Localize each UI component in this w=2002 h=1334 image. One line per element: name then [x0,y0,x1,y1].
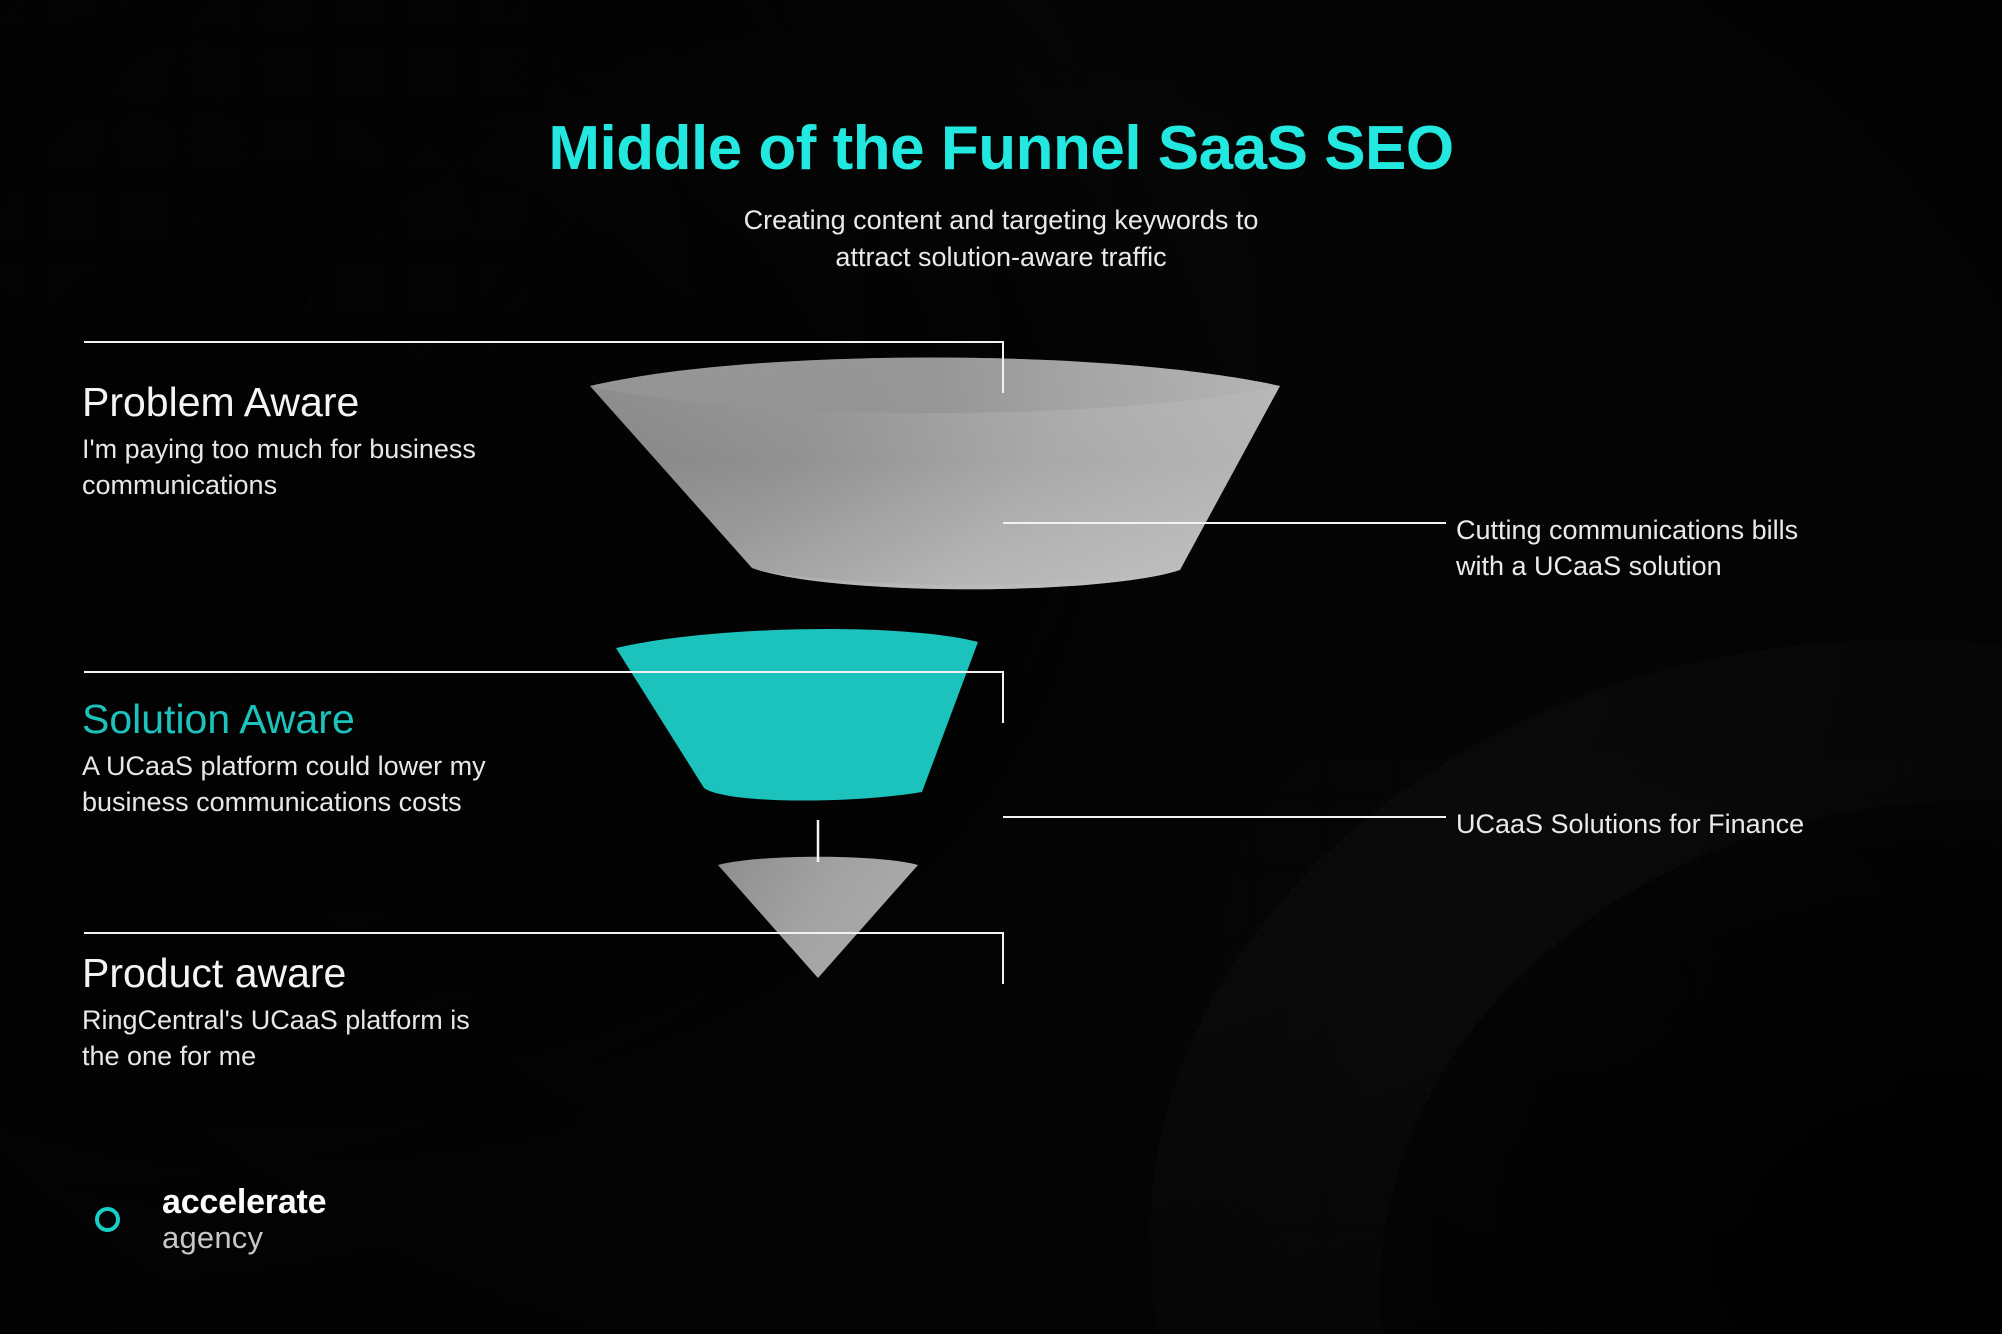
stage-description-line-2: communications [82,470,278,501]
stage-problem-aware: Problem Aware I'm paying too much for bu… [82,379,702,504]
stage-title-solution-aware: Solution Aware [82,696,355,742]
stage-rule-problem-aware [84,341,1004,343]
stage-description-line-2: the one for me [82,1041,257,1072]
page-subtitle-line-1: Creating content and targeting keywords … [743,205,1259,235]
callout-rule-solution-aware [1003,816,1446,818]
page-subtitle: Creating content and targeting keywords … [0,202,2002,275]
ring-icon [95,1206,120,1232]
page-subtitle-line-2: attract solution-aware traffic [835,241,1167,272]
funnel-segment-product-aware [718,856,918,978]
stage-rule-vertical-solution-aware [1002,671,1004,723]
brand-sub: agency [162,1220,264,1255]
stage-rule-vertical-product-aware [1002,932,1004,984]
stage-rule-product-aware [84,932,1004,934]
callout-line-1: UCaaS Solutions for Finance [1456,809,1805,839]
funnel-diagram [590,357,1420,1100]
stage-description-line-1: RingCentral's UCaaS platform is [82,1005,470,1036]
background-arc-shadow-bottom [1380,800,2002,1334]
stage-title-problem-aware: Problem Aware [82,379,360,425]
callout-line-1: Cutting communications bills [1456,515,1799,545]
brand-logo: accelerate agency [95,1183,327,1255]
stage-title-product-aware: Product aware [82,950,347,996]
page-title: Middle of the Funnel SaaS SEO [548,114,1454,183]
stage-product-aware: Product aware RingCentral's UCaaS platfo… [82,950,702,1075]
brand-logo-text: accelerate agency [162,1183,327,1255]
brand-name: accelerate [162,1183,327,1221]
header: Middle of the Funnel SaaS SEO Creating c… [0,118,2002,275]
stage-rule-solution-aware [84,671,1004,673]
stage-description-problem-aware: I'm paying too much for business communi… [82,432,702,504]
callout-solution-aware: UCaaS Solutions for Finance [1456,807,1916,843]
funnel-segment-problem-aware [590,357,1280,590]
stage-rule-vertical-problem-aware [1002,341,1004,393]
callout-problem-aware: Cutting communications bills with a UCaa… [1456,513,1916,585]
stage-description-product-aware: RingCentral's UCaaS platform is the one … [82,1003,702,1075]
stage-description-solution-aware: A UCaaS platform could lower my business… [82,749,702,821]
stage-description-line-2: business communications costs [82,787,462,818]
stage-solution-aware: Solution Aware A UCaaS platform could lo… [82,696,702,821]
stage-description-line-1: A UCaaS platform could lower my [82,751,486,782]
callout-rule-problem-aware [1003,522,1446,524]
callout-line-2: with a UCaaS solution [1456,550,1722,581]
stage-description-line-1: I'm paying too much for business [82,434,476,465]
